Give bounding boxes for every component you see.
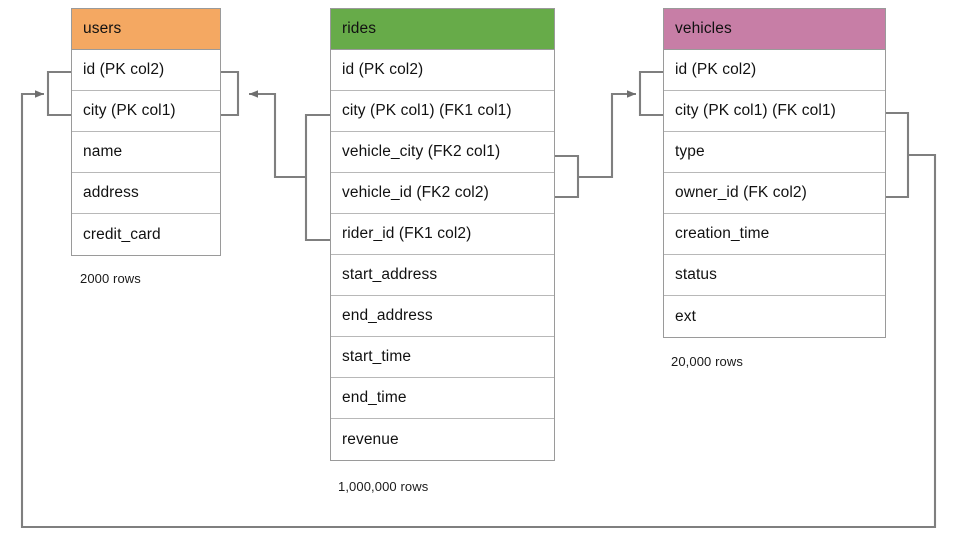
table-users-column-city[interactable]: city (PK col1) [72, 91, 220, 132]
connector-rides-right-bracket [555, 154, 580, 199]
column-label: vehicle_id (FK2 col2) [342, 184, 489, 201]
table-rides-column-vehicle-id[interactable]: vehicle_id (FK2 col2) [331, 173, 554, 214]
table-users-column-credit-card[interactable]: credit_card [72, 214, 220, 255]
column-label: owner_id (FK col2) [675, 184, 807, 201]
connector-vehicles-right-bracket [886, 111, 910, 199]
table-rides[interactable]: rides id (PK col2) city (PK col1) (FK1 c… [330, 8, 555, 461]
table-rides-column-start-address[interactable]: start_address [331, 255, 554, 296]
table-users-title: users [83, 20, 122, 37]
connector-users-right-bracket [221, 70, 240, 117]
connector-vehicles-left-bracket [638, 70, 663, 117]
table-rides-column-end-address[interactable]: end_address [331, 296, 554, 337]
column-label: city (PK col1) (FK1 col1) [342, 102, 512, 119]
column-label: revenue [342, 430, 399, 448]
table-vehicles-column-creation-time[interactable]: creation_time [664, 214, 885, 255]
column-label: creation_time [675, 225, 770, 242]
column-label: id (PK col2) [675, 61, 757, 78]
table-rides-column-id[interactable]: id (PK col2) [331, 50, 554, 91]
column-label: start_address [342, 266, 438, 283]
table-vehicles-column-ext[interactable]: ext [664, 296, 885, 337]
table-vehicles-column-type[interactable]: type [664, 132, 885, 173]
table-rides-rowcount: 1,000,000 rows [338, 479, 429, 494]
column-label: address [83, 184, 139, 201]
table-users-header: users [72, 9, 220, 50]
connector-users-left-bracket [46, 70, 71, 117]
table-rides-header: rides [331, 9, 554, 50]
table-vehicles-title: vehicles [675, 20, 732, 37]
column-label: rider_id (FK1 col2) [342, 225, 472, 242]
column-label: id (PK col2) [83, 61, 165, 78]
column-label: id (PK col2) [342, 61, 424, 78]
column-label: city (PK col1) (FK col1) [675, 102, 836, 119]
table-vehicles-column-city[interactable]: city (PK col1) (FK col1) [664, 91, 885, 132]
connector-rides-to-vehicles-line [578, 90, 636, 179]
column-label: end_time [342, 389, 407, 406]
table-vehicles-column-id[interactable]: id (PK col2) [664, 50, 885, 91]
table-rides-column-rider-id[interactable]: rider_id (FK1 col2) [331, 214, 554, 255]
connector-rides-left-bracket [304, 113, 330, 242]
table-users-column-name[interactable]: name [72, 132, 220, 173]
table-vehicles-column-owner-id[interactable]: owner_id (FK col2) [664, 173, 885, 214]
table-vehicles[interactable]: vehicles id (PK col2) city (PK col1) (FK… [663, 8, 886, 338]
table-users[interactable]: users id (PK col2) city (PK col1) name a… [71, 8, 221, 256]
column-label: start_time [342, 348, 412, 365]
table-rides-column-start-time[interactable]: start_time [331, 337, 554, 378]
column-label: name [83, 143, 123, 160]
table-users-rowcount: 2000 rows [80, 271, 141, 286]
table-users-column-id[interactable]: id (PK col2) [72, 50, 220, 91]
table-rides-column-end-time[interactable]: end_time [331, 378, 554, 419]
column-label: credit_card [83, 225, 161, 243]
column-label: end_address [342, 307, 433, 324]
column-label: vehicle_city (FK2 col1) [342, 143, 501, 160]
table-vehicles-header: vehicles [664, 9, 885, 50]
table-rides-column-city[interactable]: city (PK col1) (FK1 col1) [331, 91, 554, 132]
column-label: city (PK col1) [83, 102, 176, 119]
table-rides-title: rides [342, 20, 377, 37]
table-rides-column-vehicle-city[interactable]: vehicle_city (FK2 col1) [331, 132, 554, 173]
table-users-column-address[interactable]: address [72, 173, 220, 214]
table-vehicles-rowcount: 20,000 rows [671, 354, 743, 369]
column-label: ext [675, 307, 696, 325]
table-rides-column-revenue[interactable]: revenue [331, 419, 554, 460]
column-label: type [675, 143, 705, 160]
column-label: status [675, 266, 717, 283]
connector-rides-to-users-line [249, 90, 306, 179]
table-vehicles-column-status[interactable]: status [664, 255, 885, 296]
